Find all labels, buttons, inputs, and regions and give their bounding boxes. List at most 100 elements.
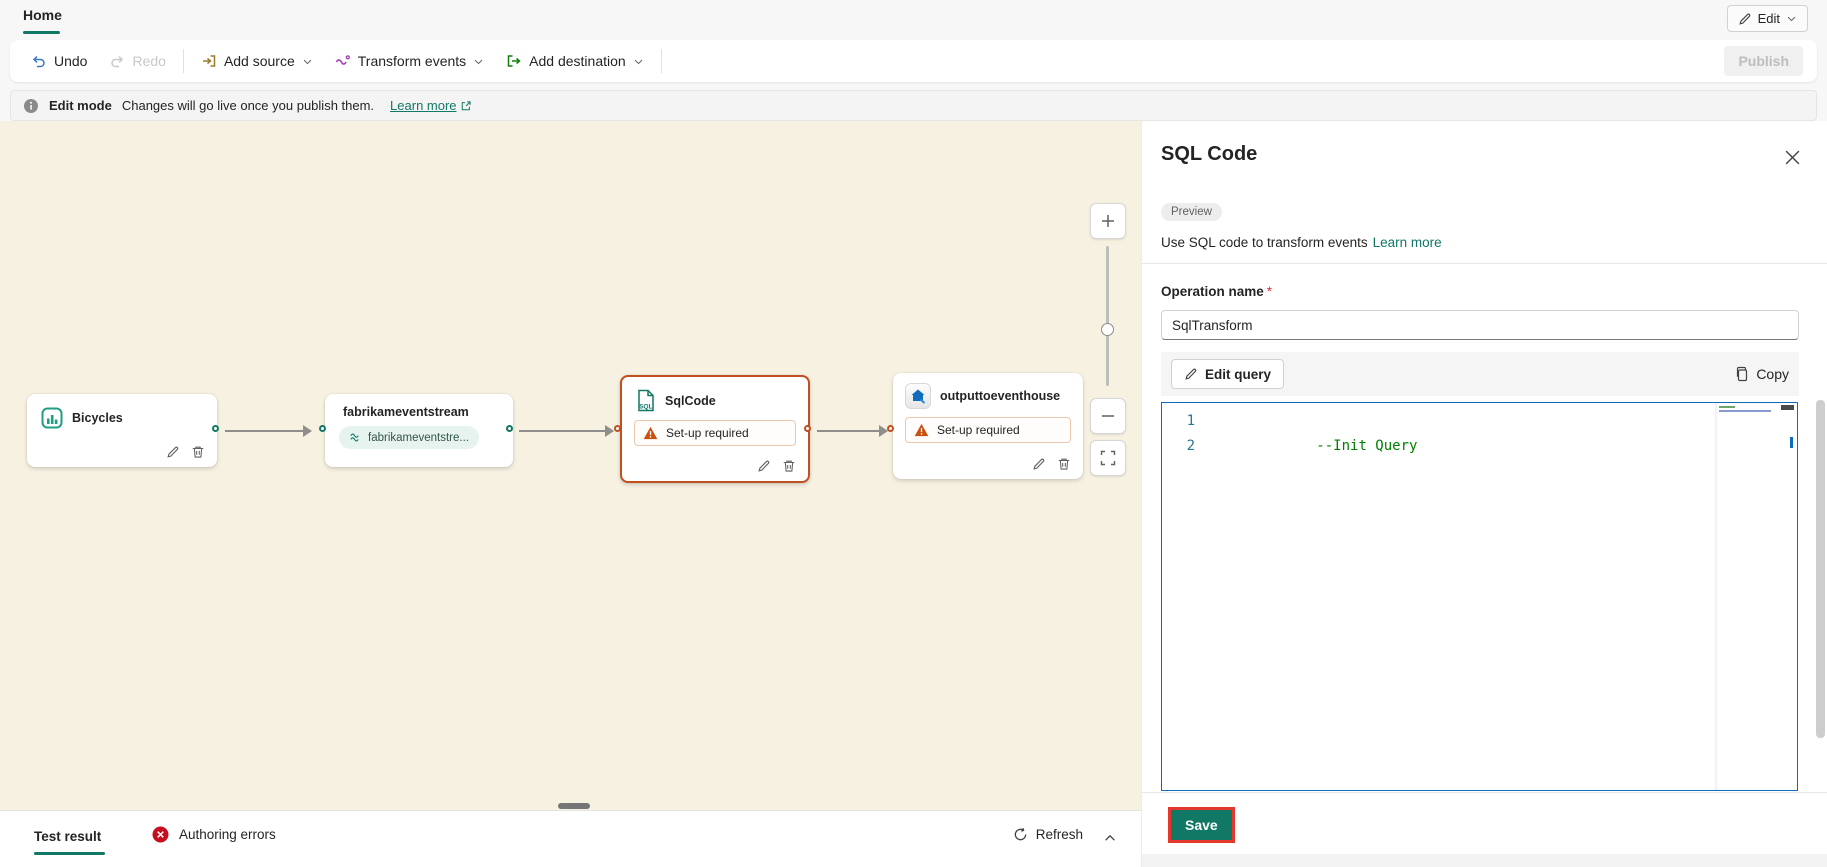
panel-learn-more-link[interactable]: Learn more bbox=[1372, 235, 1442, 250]
fit-to-screen-button[interactable] bbox=[1090, 440, 1126, 476]
eventstream-pill: fabrikameventstre... bbox=[339, 426, 479, 449]
edge-arrowhead bbox=[605, 425, 614, 437]
sql-file-icon: SQL bbox=[638, 389, 654, 412]
eventstream-wave-icon bbox=[350, 433, 359, 442]
copy-icon bbox=[1737, 366, 1748, 382]
tab-test-result[interactable]: Test result bbox=[34, 829, 102, 844]
zoom-slider-track bbox=[1106, 246, 1109, 386]
banner-message: Changes will go live once you publish th… bbox=[121, 98, 375, 113]
chevron-down-icon bbox=[1787, 16, 1796, 22]
node-outputtoeventhouse[interactable]: outputtoeventhouse Set-up required bbox=[893, 373, 1083, 479]
toolbar-divider bbox=[182, 49, 184, 73]
edit-query-label: Edit query bbox=[1205, 366, 1272, 382]
warning-icon bbox=[914, 423, 929, 437]
eventstream-pill-label: fabrikameventstre... bbox=[368, 431, 469, 444]
sql-code-editor[interactable]: 1--Init Query 2SELECT * INTO [outputtoev… bbox=[1161, 402, 1798, 791]
eventhouse-icon bbox=[905, 383, 931, 409]
canvas-horizontal-scrollbar[interactable] bbox=[558, 803, 590, 809]
publish-button[interactable]: Publish bbox=[1724, 46, 1803, 76]
minus-icon bbox=[1102, 415, 1114, 417]
editor-scrollbar-thumb[interactable] bbox=[1781, 405, 1794, 410]
output-port[interactable] bbox=[212, 425, 219, 432]
edit-mode-banner: Edit mode Changes will go live once you … bbox=[10, 90, 1817, 121]
delete-node-icon[interactable] bbox=[782, 459, 796, 473]
zoom-out-button[interactable] bbox=[1090, 398, 1126, 434]
add-source-icon bbox=[202, 55, 216, 67]
eventstream-canvas[interactable]: Bicycles fabrikameventstream fabrikameve… bbox=[0, 121, 1141, 810]
zoom-slider-handle[interactable] bbox=[1101, 323, 1114, 336]
output-port[interactable] bbox=[506, 425, 513, 432]
add-destination-label: Add destination bbox=[529, 53, 626, 69]
node-sqlcode[interactable]: SQL SqlCode Set-up required bbox=[620, 375, 810, 483]
delete-node-icon[interactable] bbox=[191, 445, 205, 459]
panel-vertical-scrollbar[interactable] bbox=[1816, 400, 1825, 738]
node-title: outputtoeventhouse bbox=[940, 389, 1061, 403]
toolbar-divider bbox=[660, 49, 662, 73]
edge-connector bbox=[519, 430, 605, 432]
chevron-up-icon bbox=[1105, 834, 1115, 841]
info-icon bbox=[24, 98, 38, 113]
edit-query-button[interactable]: Edit query bbox=[1171, 359, 1285, 389]
banner-learn-more-link[interactable]: Learn more bbox=[390, 98, 471, 113]
panel-divider bbox=[1142, 792, 1827, 793]
output-port[interactable] bbox=[804, 425, 811, 432]
edge-connector bbox=[817, 430, 879, 432]
node-fabrikameventstream[interactable]: fabrikameventstream fabrikameventstre... bbox=[325, 394, 513, 467]
node-bicycles[interactable]: Bicycles bbox=[27, 394, 217, 467]
code-area[interactable]: 1--Init Query 2SELECT * INTO [outputtoev… bbox=[1162, 409, 1715, 459]
tab-home-underline bbox=[23, 31, 60, 34]
tab-home[interactable]: Home bbox=[23, 7, 62, 23]
undo-icon bbox=[32, 55, 45, 68]
tab-test-result-underline bbox=[34, 852, 105, 855]
add-source-label: Add source bbox=[223, 53, 295, 69]
banner-title: Edit mode bbox=[49, 98, 112, 113]
chevron-down-icon bbox=[474, 59, 483, 64]
query-toolbar: Edit query Copy bbox=[1161, 352, 1799, 396]
bar-chart-icon bbox=[41, 407, 63, 429]
authoring-errors-label: Authoring errors bbox=[179, 827, 276, 842]
copy-label: Copy bbox=[1756, 366, 1789, 382]
panel-footer-strip bbox=[1142, 854, 1827, 867]
operation-name-input[interactable] bbox=[1161, 310, 1799, 340]
redo-icon bbox=[111, 55, 124, 68]
transform-events-label: Transform events bbox=[357, 53, 467, 69]
panel-title: SQL Code bbox=[1161, 143, 1258, 165]
input-port[interactable] bbox=[319, 425, 326, 432]
line-number: 2 bbox=[1186, 438, 1195, 454]
authoring-errors-item[interactable]: Authoring errors bbox=[152, 826, 276, 843]
edit-mode-button[interactable]: Edit bbox=[1726, 5, 1808, 32]
undo-button[interactable]: Undo bbox=[20, 45, 98, 77]
svg-text:SQL: SQL bbox=[639, 404, 652, 411]
refresh-label: Refresh bbox=[1035, 827, 1083, 842]
node-title: SqlCode bbox=[665, 393, 716, 408]
preview-badge: Preview bbox=[1161, 203, 1222, 221]
copy-button[interactable]: Copy bbox=[1734, 359, 1789, 389]
transform-events-icon bbox=[335, 55, 350, 65]
input-port[interactable] bbox=[887, 425, 894, 432]
transform-events-button[interactable]: Transform events bbox=[324, 45, 495, 77]
redo-button[interactable]: Redo bbox=[98, 45, 176, 77]
add-source-button[interactable]: Add source bbox=[190, 45, 324, 77]
edit-node-icon[interactable] bbox=[166, 445, 180, 459]
zoom-in-button[interactable] bbox=[1090, 203, 1126, 239]
input-port[interactable] bbox=[614, 425, 621, 432]
delete-node-icon[interactable] bbox=[1057, 457, 1071, 471]
pencil-icon bbox=[1738, 13, 1750, 25]
toolbar: Undo Redo Add source Transform events Ad… bbox=[10, 40, 1817, 82]
editor-minimap[interactable] bbox=[1715, 403, 1781, 790]
node-title: Bicycles bbox=[72, 411, 123, 425]
refresh-button[interactable]: Refresh bbox=[1013, 827, 1083, 842]
undo-label: Undo bbox=[54, 53, 88, 69]
close-panel-button[interactable] bbox=[1784, 149, 1801, 166]
panel-description: Use SQL code to transform events bbox=[1161, 235, 1368, 250]
edit-node-icon[interactable] bbox=[757, 459, 771, 473]
edit-mode-label: Edit bbox=[1757, 11, 1780, 26]
save-button[interactable]: Save bbox=[1168, 807, 1235, 843]
collapse-panel-button[interactable] bbox=[1103, 831, 1117, 845]
edge-arrowhead bbox=[303, 425, 312, 437]
add-destination-button[interactable]: Add destination bbox=[495, 45, 655, 77]
chevron-down-icon bbox=[303, 59, 312, 64]
edit-node-icon[interactable] bbox=[1032, 457, 1046, 471]
editor-overview-cursor-mark bbox=[1790, 437, 1793, 448]
pencil-icon bbox=[1185, 368, 1197, 380]
